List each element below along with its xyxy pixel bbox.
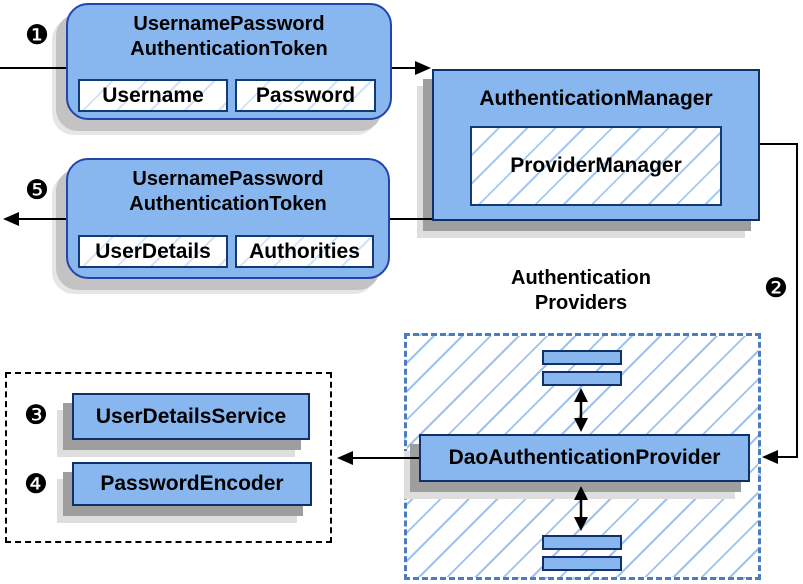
field-authorities: Authorities [235,235,374,268]
node-authentication-manager: AuthenticationManager ProviderManager [432,69,760,221]
node-title: AuthenticationManager [479,87,713,110]
node-result-authentication-token: UsernamePassword AuthenticationToken Use… [66,158,390,279]
node-user-details-service: UserDetailsService [72,393,310,440]
provider-bar [542,535,622,550]
arrowhead [415,61,431,75]
node-provider-manager: ProviderManager [470,126,722,206]
provider-bar [542,556,622,571]
field-username: Username [78,79,228,112]
step-1-marker: ❶ [24,20,50,51]
arrowhead [762,450,778,464]
step-5-marker: ❺ [24,175,50,206]
node-password-encoder: PasswordEncoder [72,462,312,506]
arrowhead [337,451,353,465]
step-3-marker: ❸ [23,400,49,431]
beans-container [5,372,332,543]
node-dao-authentication-provider: DaoAuthenticationProvider [419,434,750,482]
node-title: UsernamePassword AuthenticationToken [130,13,328,60]
authentication-providers-label: Authentication Providers [511,267,651,314]
node-request-authentication-token: UsernamePassword AuthenticationToken Use… [66,3,392,120]
field-password: Password [235,79,376,112]
provider-bar [542,350,622,365]
provider-bar [542,371,622,386]
field-user-details: UserDetails [78,235,228,268]
step-2-marker: ❷ [763,273,789,304]
arrowhead [3,212,19,226]
step-4-marker: ❹ [23,469,49,500]
node-title: UsernamePassword AuthenticationToken [129,168,327,215]
